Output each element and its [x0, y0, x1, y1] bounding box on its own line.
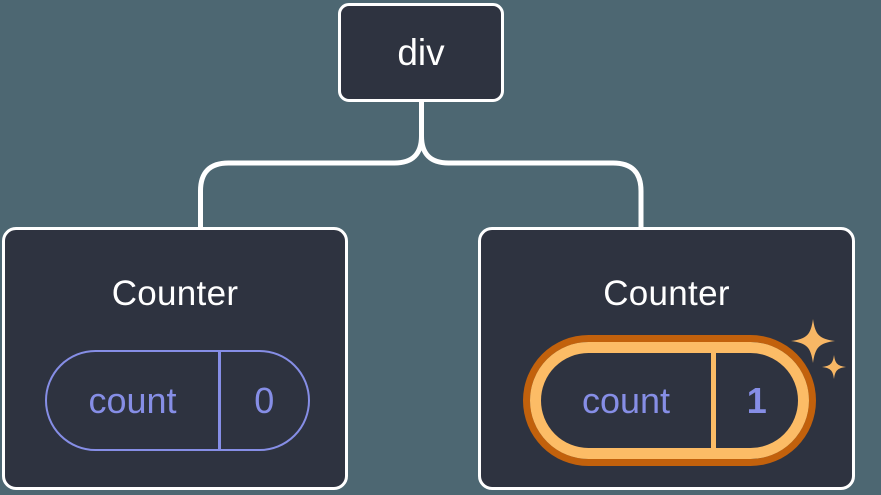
counter-card-second: Counter count 1 — [478, 227, 855, 490]
state-pill-highlighted: count 1 — [530, 342, 809, 459]
counter-title: Counter — [111, 274, 239, 313]
state-value: 0 — [254, 379, 275, 421]
counter-card-first: Counter count 0 — [2, 227, 348, 490]
root-node-label: div — [397, 31, 445, 73]
state-pill: count 0 — [45, 350, 310, 451]
state-value: 1 — [746, 379, 767, 421]
connector-right-branch — [419, 100, 644, 228]
pill-divider — [711, 353, 716, 448]
connector-left-branch — [198, 100, 424, 228]
state-name-label: count — [581, 379, 671, 421]
sparkle-small-icon — [822, 355, 846, 379]
counter-title: Counter — [603, 274, 730, 313]
pill-divider — [218, 352, 221, 449]
root-node: div — [338, 3, 504, 102]
state-name-label: count — [88, 379, 177, 421]
tree-connector-lines — [198, 100, 644, 228]
